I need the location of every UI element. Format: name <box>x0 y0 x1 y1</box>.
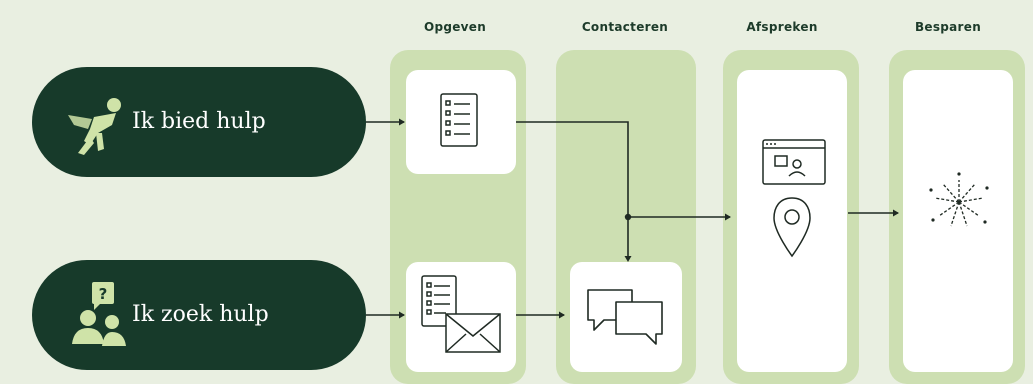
meeting-card[interactable] <box>737 70 847 372</box>
form-envelope-icon <box>421 275 501 353</box>
celebrate-card[interactable] <box>903 70 1013 372</box>
column-title-afspreken: Afspreken <box>746 20 818 34</box>
column-title-besparen: Besparen <box>914 20 982 34</box>
seek-help-label: Ik zoek hulp <box>132 302 269 327</box>
chat-bubbles-icon <box>587 289 663 345</box>
checklist-icon <box>440 93 478 147</box>
offer-help-pill[interactable]: Ik bied hulp <box>32 67 366 177</box>
question-people-icon: ? <box>72 282 126 346</box>
column-title-opgeven: Opgeven <box>423 20 487 34</box>
form-mail-card[interactable] <box>406 262 516 372</box>
video-call-icon <box>762 139 826 185</box>
column-title-contacteren: Contacteren <box>581 20 669 34</box>
fireworks-icon <box>929 172 989 227</box>
seek-help-pill[interactable]: ? Ik zoek hulp <box>32 260 366 370</box>
svg-text:?: ? <box>99 285 108 303</box>
offer-help-label: Ik bied hulp <box>132 109 266 134</box>
map-pin-icon <box>773 197 811 258</box>
form-card[interactable] <box>406 70 516 174</box>
chat-card[interactable] <box>570 262 682 372</box>
flying-hero-icon <box>68 98 121 155</box>
